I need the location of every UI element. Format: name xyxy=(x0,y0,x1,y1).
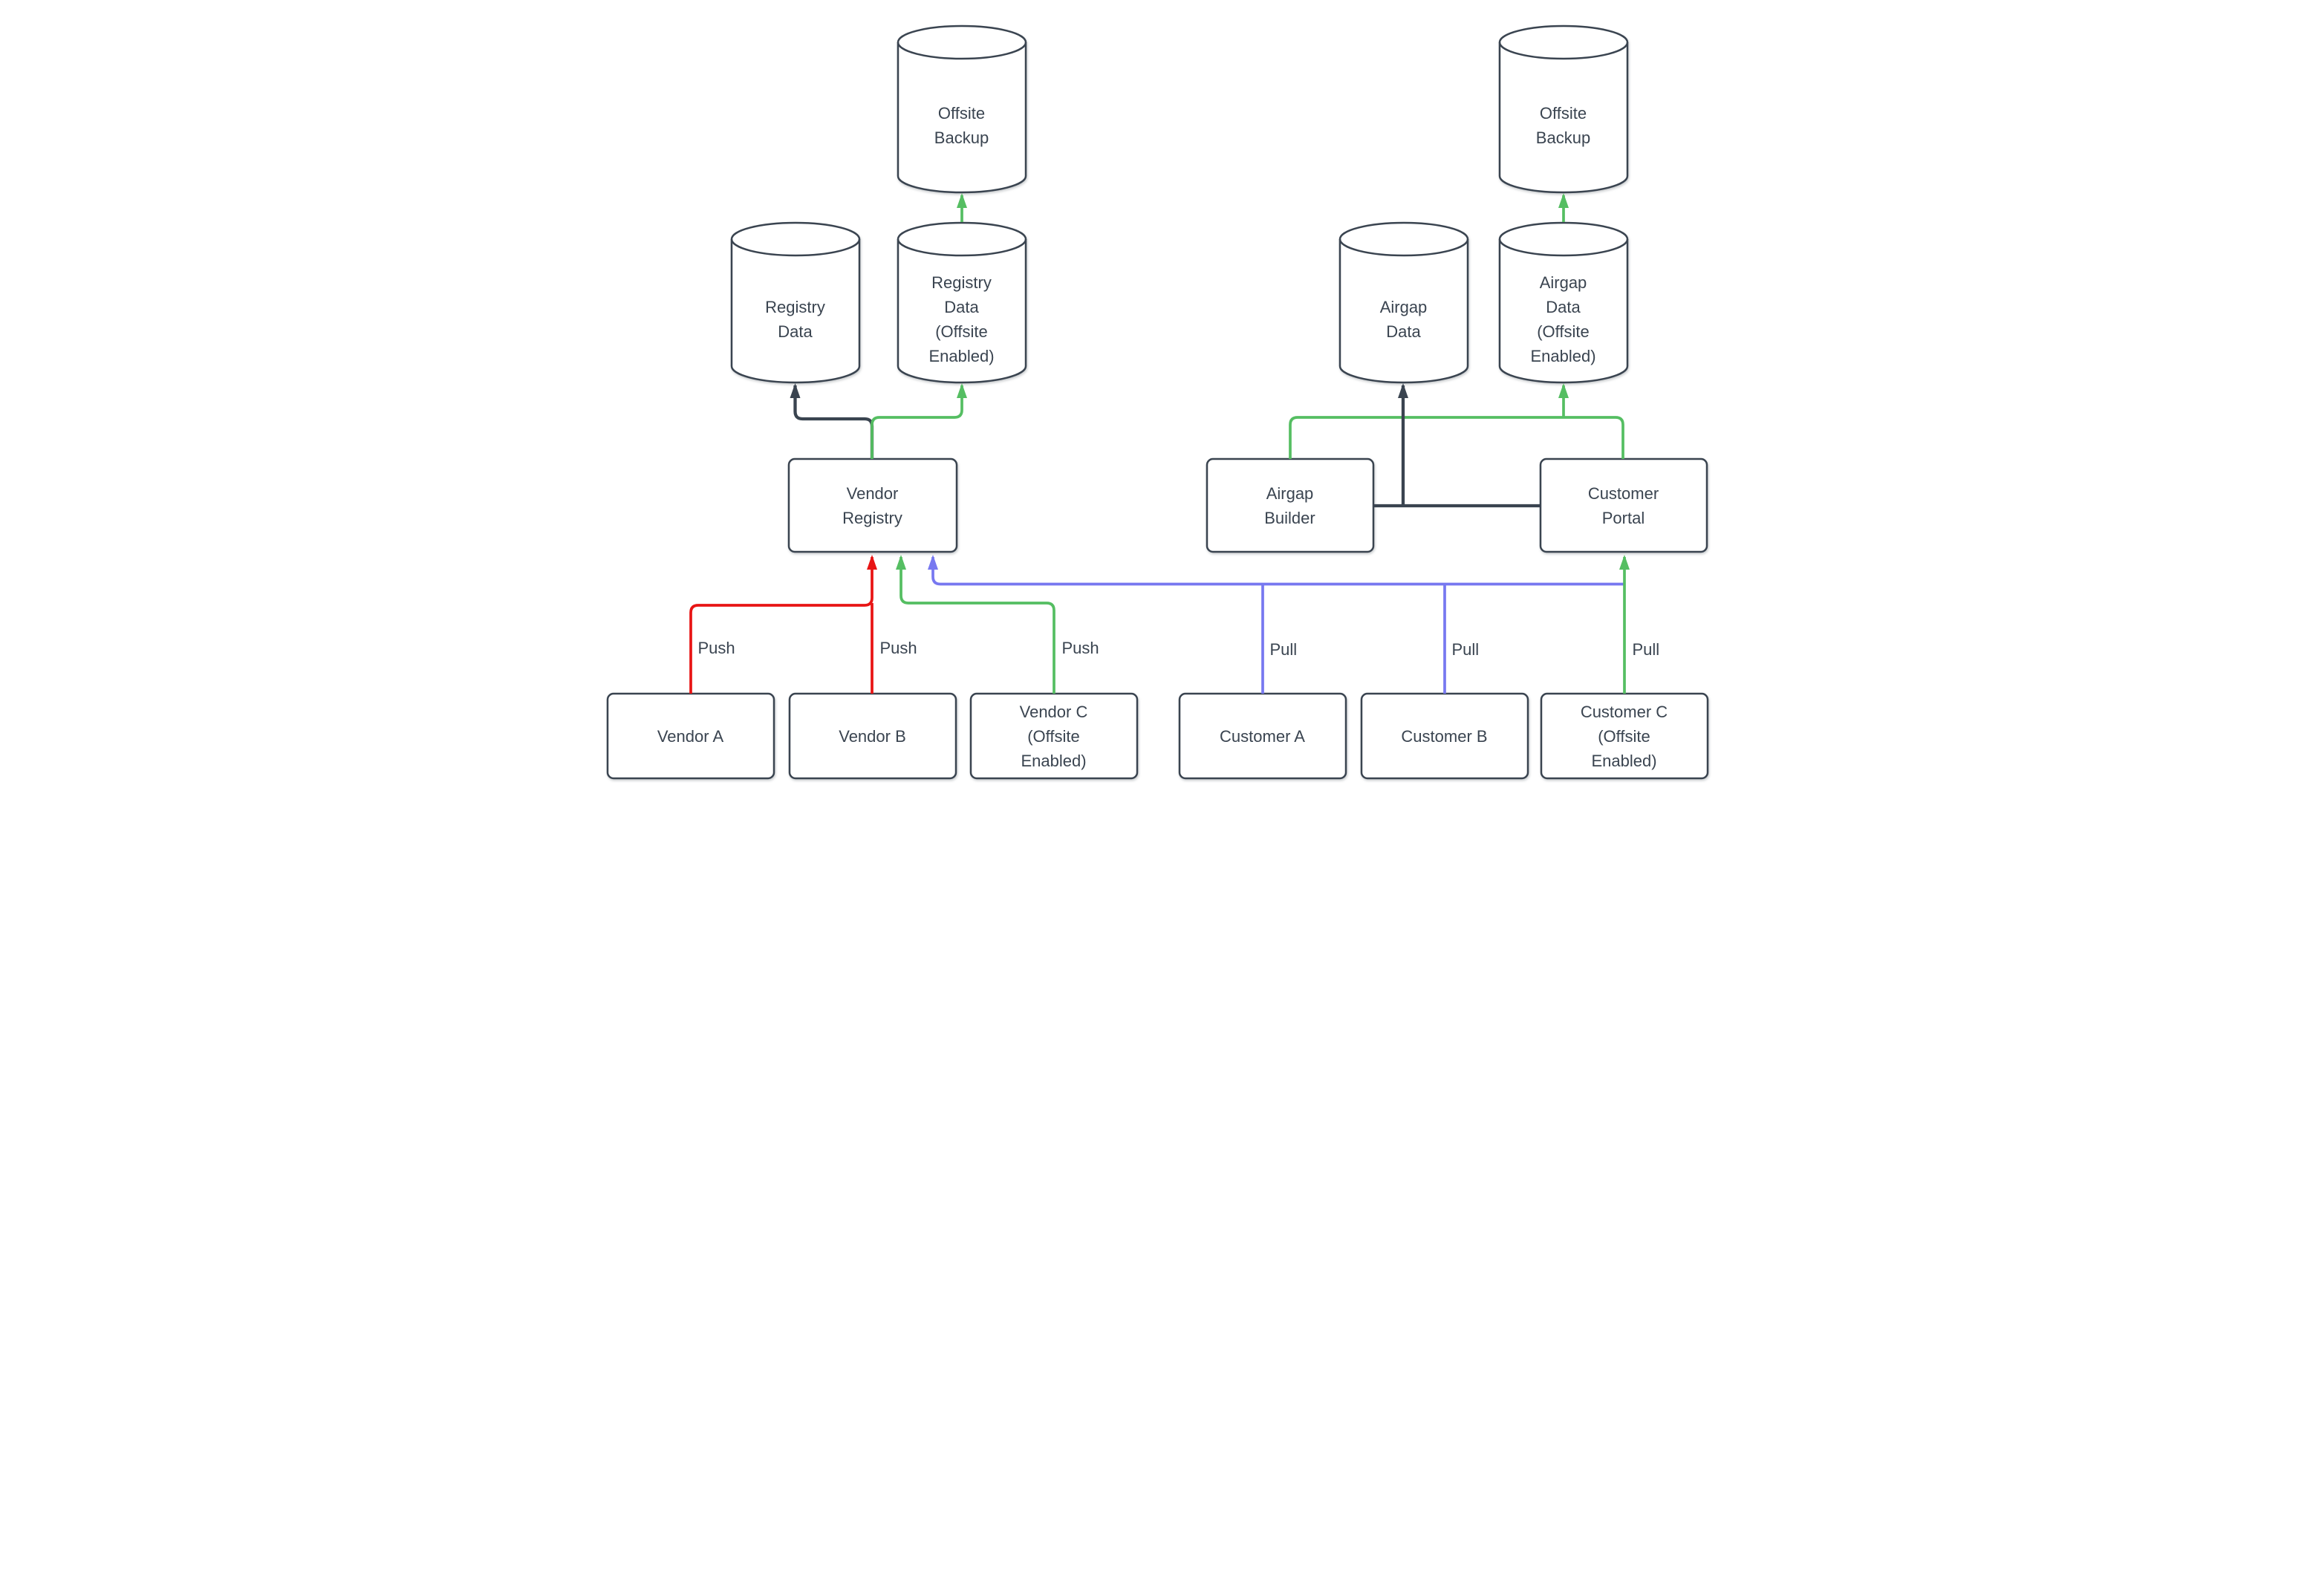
edge-airgap-builder-customer-portal-green-backbone xyxy=(1288,416,1624,459)
offsite-backup-left-cylinder xyxy=(897,25,1027,194)
airgap-data-cylinder xyxy=(1338,221,1468,384)
edge-vendor-a-push xyxy=(689,555,877,694)
edge-vendor-c-push xyxy=(895,555,1055,694)
customer-c-box xyxy=(1540,692,1708,780)
airgap-builder-box xyxy=(1206,457,1374,553)
vendor-registry-box xyxy=(787,457,957,553)
customer-b-box xyxy=(1360,692,1529,780)
registry-data-cylinder xyxy=(730,221,860,384)
registry-data-offsite-cylinder xyxy=(897,221,1027,384)
diagram-canvas: Offsite Backup Registry Data Registry Da… xyxy=(578,0,1735,798)
vendor-b-box xyxy=(788,692,957,780)
edge-customers-pull-to-vendor-registry xyxy=(927,555,1624,586)
airgap-data-offsite-cylinder xyxy=(1498,221,1628,384)
diagram-svg xyxy=(606,25,1708,780)
edge-vendor-registry-to-registry-data xyxy=(790,383,874,459)
customer-portal-box xyxy=(1539,457,1708,553)
vendor-a-box xyxy=(606,692,775,780)
vendor-c-box xyxy=(969,692,1138,780)
customer-a-box xyxy=(1178,692,1347,780)
edge-vendor-registry-to-registry-data-offsite xyxy=(870,383,967,459)
offsite-backup-right-cylinder xyxy=(1498,25,1628,194)
